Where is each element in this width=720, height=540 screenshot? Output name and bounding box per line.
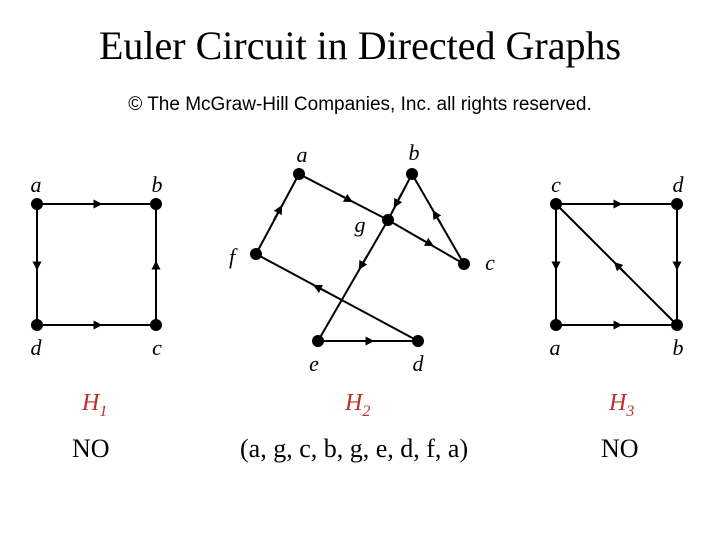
graph-h3: c d a b H3	[550, 172, 685, 420]
vertex-label-h2-c: c	[485, 250, 495, 275]
vertex-h2-c	[458, 258, 470, 270]
vertex-h1-c	[150, 319, 162, 331]
vertex-h2-a	[293, 168, 305, 180]
vertex-label-h2-e: e	[309, 351, 319, 376]
graph-h2: a b c d e f g H2	[229, 140, 495, 420]
vertex-h2-d	[412, 335, 424, 347]
graph-label-h1: H1	[81, 390, 107, 420]
vertex-h3-c	[550, 198, 562, 210]
vertex-label-h2-b: b	[409, 140, 420, 165]
vertex-label-h3-d: d	[673, 172, 685, 197]
vertex-h2-g	[382, 214, 394, 226]
vertex-h3-b	[671, 319, 683, 331]
answer-h2: (a, g, c, b, g, e, d, f, a)	[240, 434, 469, 463]
answer-h3: NO	[601, 434, 639, 463]
vertex-label-h2-d: d	[413, 351, 425, 376]
copyright-notice: © The McGraw-Hill Companies, Inc. all ri…	[128, 94, 592, 115]
edge-h2-d-f	[255, 253, 419, 342]
slide-title: Euler Circuit in Directed Graphs	[98, 23, 622, 68]
arrow-h2-a-g	[337, 193, 353, 203]
graph-h1: a b c d H1	[31, 172, 163, 420]
vertex-h1-d	[31, 319, 43, 331]
edge-h2-g-e	[317, 219, 389, 342]
arrow-h2-c-b	[432, 210, 442, 225]
arrow-h3-b-c	[613, 261, 627, 275]
vertex-h3-d	[671, 198, 683, 210]
arrow-h2-g-c	[418, 237, 434, 247]
vertex-h2-f	[250, 248, 262, 260]
answer-h1: NO	[72, 434, 110, 463]
edge-h3-b-c	[555, 203, 678, 326]
vertex-h3-a	[550, 319, 562, 331]
graph-label-h2: H2	[344, 390, 370, 420]
vertex-label-h3-b: b	[673, 335, 684, 360]
vertex-label-h1-c: c	[152, 335, 162, 360]
vertex-label-h1-d: d	[31, 335, 43, 360]
vertex-label-h3-a: a	[550, 335, 561, 360]
vertex-h1-b	[150, 198, 162, 210]
vertex-label-h2-f: f	[229, 244, 238, 269]
graph-label-h3: H3	[608, 390, 634, 420]
vertex-label-h1-a: a	[31, 172, 42, 197]
vertex-h2-e	[312, 335, 324, 347]
vertex-h2-b	[406, 168, 418, 180]
vertex-label-h3-c: c	[551, 172, 561, 197]
vertex-h1-a	[31, 198, 43, 210]
arrow-h2-g-e	[358, 255, 368, 270]
arrow-h2-b-g	[393, 192, 403, 208]
vertex-label-h2-a: a	[297, 142, 308, 167]
vertex-label-h2-g: g	[355, 212, 366, 237]
vertex-label-h1-b: b	[152, 172, 163, 197]
arrow-h2-d-f	[312, 284, 328, 294]
arrow-h2-f-a	[273, 205, 283, 221]
